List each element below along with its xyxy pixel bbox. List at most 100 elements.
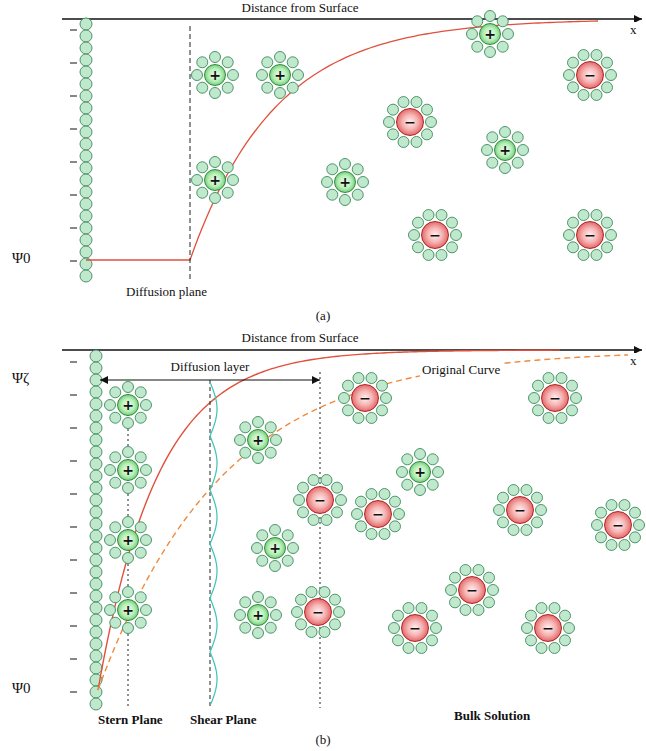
water-molecule bbox=[192, 70, 203, 81]
water-molecule bbox=[135, 547, 146, 558]
potential-curve bbox=[98, 350, 560, 690]
diagram-label: Original Curve bbox=[420, 362, 502, 377]
water-molecule bbox=[321, 514, 332, 525]
anion-circle: − bbox=[576, 221, 604, 249]
axis-tick bbox=[70, 96, 77, 97]
water-molecule bbox=[488, 585, 499, 596]
water-molecule bbox=[123, 517, 134, 528]
water-molecule bbox=[522, 623, 533, 634]
water-molecule bbox=[135, 477, 146, 488]
water-molecule bbox=[389, 521, 400, 532]
charge-sign: − bbox=[314, 493, 326, 507]
surface-molecule bbox=[90, 554, 102, 566]
water-molecule bbox=[427, 479, 438, 490]
anion-circle: − bbox=[604, 511, 632, 539]
water-molecule bbox=[592, 520, 603, 531]
water-molecule bbox=[601, 57, 612, 68]
anion-circle: − bbox=[576, 61, 604, 89]
water-molecule bbox=[141, 605, 152, 616]
water-molecule bbox=[222, 82, 233, 93]
surface-molecule bbox=[90, 386, 102, 398]
surface-molecule bbox=[90, 662, 102, 674]
charge-sign: + bbox=[122, 533, 134, 547]
water-molecule bbox=[253, 417, 264, 428]
water-molecule bbox=[431, 623, 442, 634]
axis-tick bbox=[70, 30, 77, 31]
charge-sign: + bbox=[209, 68, 221, 82]
hydration-shell bbox=[494, 485, 547, 536]
water-molecule bbox=[549, 603, 560, 614]
water-molecule bbox=[446, 585, 457, 596]
diagram-label: Bulk Solution bbox=[452, 708, 532, 723]
surface-molecule bbox=[80, 234, 92, 246]
axis-tick bbox=[70, 228, 77, 229]
hydration-shell bbox=[192, 157, 239, 204]
water-molecule bbox=[252, 543, 263, 554]
cation-circle: + bbox=[269, 64, 291, 86]
surface-molecule bbox=[90, 542, 102, 554]
surface-molecule bbox=[80, 90, 92, 102]
water-molecule bbox=[135, 592, 146, 603]
charge-sign: − bbox=[584, 228, 596, 242]
water-molecule bbox=[413, 217, 424, 228]
water-molecule bbox=[483, 597, 494, 608]
diffusion-layer-span bbox=[100, 379, 320, 380]
surface-molecule bbox=[80, 18, 92, 30]
water-molecule bbox=[270, 525, 281, 536]
water-molecule bbox=[265, 447, 276, 458]
surface-molecule bbox=[90, 638, 102, 650]
water-molecule bbox=[403, 642, 414, 653]
water-molecule bbox=[287, 57, 298, 68]
water-molecule bbox=[568, 57, 579, 68]
water-molecule bbox=[427, 454, 438, 465]
water-molecule bbox=[366, 412, 377, 423]
surface-molecule bbox=[80, 162, 92, 174]
axis-tick bbox=[70, 626, 77, 627]
water-molecule bbox=[433, 467, 444, 478]
water-molecule bbox=[512, 132, 523, 143]
cation-circle: + bbox=[117, 394, 139, 416]
water-molecule bbox=[271, 435, 282, 446]
charge-sign: − bbox=[549, 391, 561, 405]
water-molecule bbox=[288, 543, 299, 554]
water-molecule bbox=[518, 145, 529, 156]
hydration-shell bbox=[192, 52, 239, 99]
cation-circle: + bbox=[494, 139, 516, 161]
water-molecule bbox=[578, 50, 589, 61]
hydration-shell bbox=[294, 475, 347, 526]
anion-circle: − bbox=[364, 500, 392, 528]
diagram-label: (b) bbox=[313, 732, 332, 747]
water-molecule bbox=[394, 509, 405, 520]
water-molecule bbox=[356, 521, 367, 532]
water-molecule bbox=[398, 136, 409, 147]
surface-molecule bbox=[80, 78, 92, 90]
water-molecule bbox=[331, 482, 342, 493]
water-molecule bbox=[596, 532, 607, 543]
surface-molecule bbox=[90, 590, 102, 602]
water-molecule bbox=[210, 157, 221, 168]
water-molecule bbox=[257, 70, 268, 81]
water-molecule bbox=[321, 475, 332, 486]
water-molecule bbox=[110, 547, 121, 558]
water-molecule bbox=[460, 565, 471, 576]
axis-tick bbox=[70, 395, 77, 396]
water-molecule bbox=[564, 230, 575, 241]
water-molecule bbox=[228, 70, 239, 81]
charge-sign: + bbox=[499, 143, 511, 157]
water-molecule bbox=[240, 597, 251, 608]
hydration-shell bbox=[409, 210, 462, 261]
water-molecule bbox=[282, 530, 293, 541]
water-molecule bbox=[450, 572, 461, 583]
original-curve bbox=[98, 355, 638, 690]
water-molecule bbox=[634, 520, 645, 531]
water-molecule bbox=[601, 82, 612, 93]
water-molecule bbox=[327, 164, 338, 175]
water-molecule bbox=[340, 195, 351, 206]
axis-tick bbox=[70, 494, 77, 495]
hydration-shell bbox=[105, 382, 152, 429]
water-molecule bbox=[629, 532, 640, 543]
charge-sign: − bbox=[312, 605, 324, 619]
water-molecule bbox=[436, 210, 447, 221]
water-molecule bbox=[275, 88, 286, 99]
anion-circle: − bbox=[421, 221, 449, 249]
